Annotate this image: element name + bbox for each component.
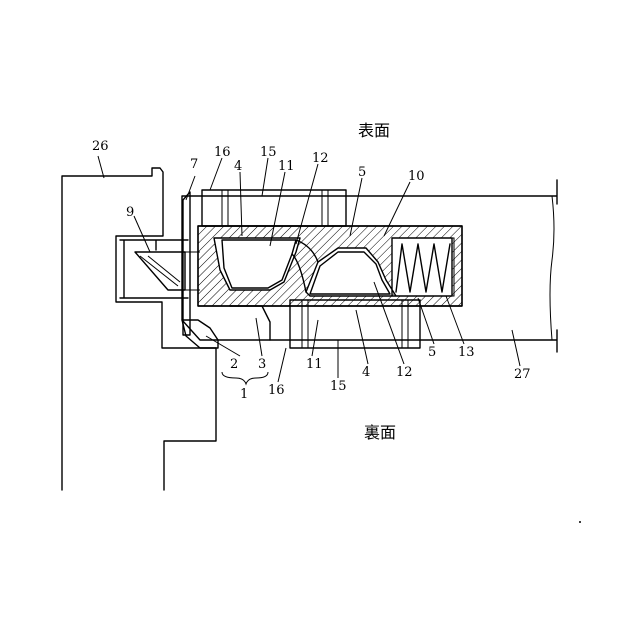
label-15-top: 15 xyxy=(260,145,277,160)
hook-hatch-line-2 xyxy=(148,256,180,282)
block-part-3 xyxy=(230,306,270,340)
label-12-top: 12 xyxy=(312,151,329,166)
label-4-bottom: 4 xyxy=(362,365,370,380)
hook-hatch-line xyxy=(140,256,178,286)
label-10: 10 xyxy=(408,169,425,184)
brace-label-1 xyxy=(222,372,268,384)
label-12-bottom: 12 xyxy=(396,365,413,380)
label-7: 7 xyxy=(190,157,198,172)
face-label-back: 裏面 xyxy=(364,423,396,442)
label-16-bottom: 16 xyxy=(268,383,285,398)
label-2: 2 xyxy=(230,357,238,372)
label-5-bottom: 5 xyxy=(428,345,436,360)
label-1: 1 xyxy=(240,387,248,402)
bottom-plate-15 xyxy=(290,300,420,348)
label-26: 26 xyxy=(92,139,109,154)
face-label-front: 表面 xyxy=(358,121,390,140)
label-13: 13 xyxy=(458,345,475,360)
label-11-top: 11 xyxy=(278,159,295,174)
block-part-2 xyxy=(182,320,218,348)
board-break-line xyxy=(550,196,554,340)
label-9: 9 xyxy=(126,205,134,220)
label-27: 27 xyxy=(514,367,531,382)
label-11-bottom: 11 xyxy=(306,357,323,372)
label-15-bottom: 15 xyxy=(330,379,347,394)
label-4-top: 4 xyxy=(234,159,242,174)
board-panel-27 xyxy=(182,180,557,352)
spring-13 xyxy=(396,244,450,292)
frame-panel-26 xyxy=(62,168,216,490)
label-16-top: 16 xyxy=(214,145,231,160)
label-3: 3 xyxy=(258,357,266,372)
label-5-top: 5 xyxy=(358,165,366,180)
stray-dot xyxy=(579,521,581,523)
pin-part-7 xyxy=(183,192,190,335)
